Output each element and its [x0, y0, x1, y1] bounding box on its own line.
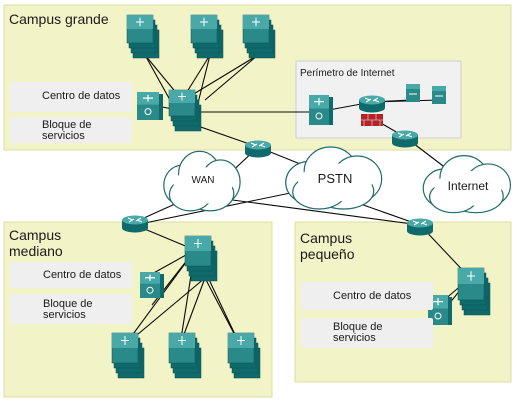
- pequeno-core-stack: [457, 267, 491, 316]
- grande-distribution-switch: [137, 92, 163, 120]
- campus-pequeno-title-line2: pequeño: [300, 246, 355, 262]
- grande-access-stack-2: [190, 14, 224, 59]
- network-link: [197, 54, 211, 104]
- pequeno-wan-router: [407, 218, 433, 236]
- mediano-bloque-box: [10, 294, 132, 324]
- mediano-bloque-label-1: Bloque de: [43, 298, 93, 310]
- internet-cloud: [422, 155, 512, 214]
- perimetro-edge-router: [359, 95, 385, 113]
- mediano-access-stack-3: [227, 332, 261, 379]
- pequeno-distribution-switch: [428, 295, 452, 325]
- wan-cloud-label: WAN: [191, 175, 215, 186]
- campus-pequeno-title-line1: Campus: [300, 230, 353, 246]
- mediano-datacenter-box: [10, 262, 132, 288]
- campus-mediano-title-line1: Campus: [9, 227, 62, 243]
- perimetro-server-1-icon: [406, 84, 420, 102]
- grande-bloque-label-2: servicios: [42, 130, 85, 142]
- grande-datacenter-label: Centro de datos: [42, 90, 121, 102]
- mediano-wan-router: [122, 215, 148, 233]
- campus-grande-title: Campus grande: [9, 11, 109, 27]
- pstn-cloud: [285, 146, 383, 210]
- grande-wan-router: [245, 140, 271, 158]
- network-link: [204, 54, 259, 101]
- pequeno-datacenter-box: [301, 282, 433, 310]
- grande-access-stack-1: [126, 14, 160, 59]
- grande-bloque-label-1: Bloque de: [42, 119, 92, 131]
- perimetro-firewall-icon: [361, 114, 383, 126]
- mediano-access-stack-2: [168, 332, 202, 379]
- mediano-bloque-label-2: servicios: [43, 309, 86, 321]
- mediano-core-stack: [184, 235, 218, 282]
- grande-bloque-box: [10, 117, 132, 143]
- network-link: [144, 54, 179, 96]
- perimetro-server-2-icon: [432, 86, 446, 104]
- network-link: [191, 54, 259, 96]
- pequeno-bloque-label-1: Bloque de: [333, 321, 383, 333]
- wan-cloud: [163, 150, 241, 212]
- perimetro-switch: [309, 95, 333, 125]
- network-link: [144, 54, 171, 101]
- pequeno-datacenter-label: Centro de datos: [333, 290, 412, 302]
- mediano-distribution-switch: [140, 272, 164, 298]
- network-link: [124, 277, 206, 346]
- perimetro-internet-router: [392, 130, 418, 148]
- network-link: [184, 54, 211, 96]
- grande-datacenter-box: [10, 82, 132, 112]
- campus-mediano-title-line2: mediano: [9, 243, 63, 259]
- mediano-datacenter-label: Centro de datos: [43, 269, 122, 281]
- pstn-cloud-label: PSTN: [317, 171, 353, 186]
- mediano-access-stack-1: [111, 332, 145, 379]
- perimetro-internet-title: Perímetro de Internet: [300, 68, 395, 79]
- grande-core-stack: [168, 89, 202, 132]
- pequeno-bloque-box: [301, 318, 433, 348]
- grande-access-stack-3: [242, 14, 276, 59]
- internet-cloud-label: Internet: [447, 179, 489, 193]
- pequeno-bloque-label-2: servicios: [333, 332, 376, 344]
